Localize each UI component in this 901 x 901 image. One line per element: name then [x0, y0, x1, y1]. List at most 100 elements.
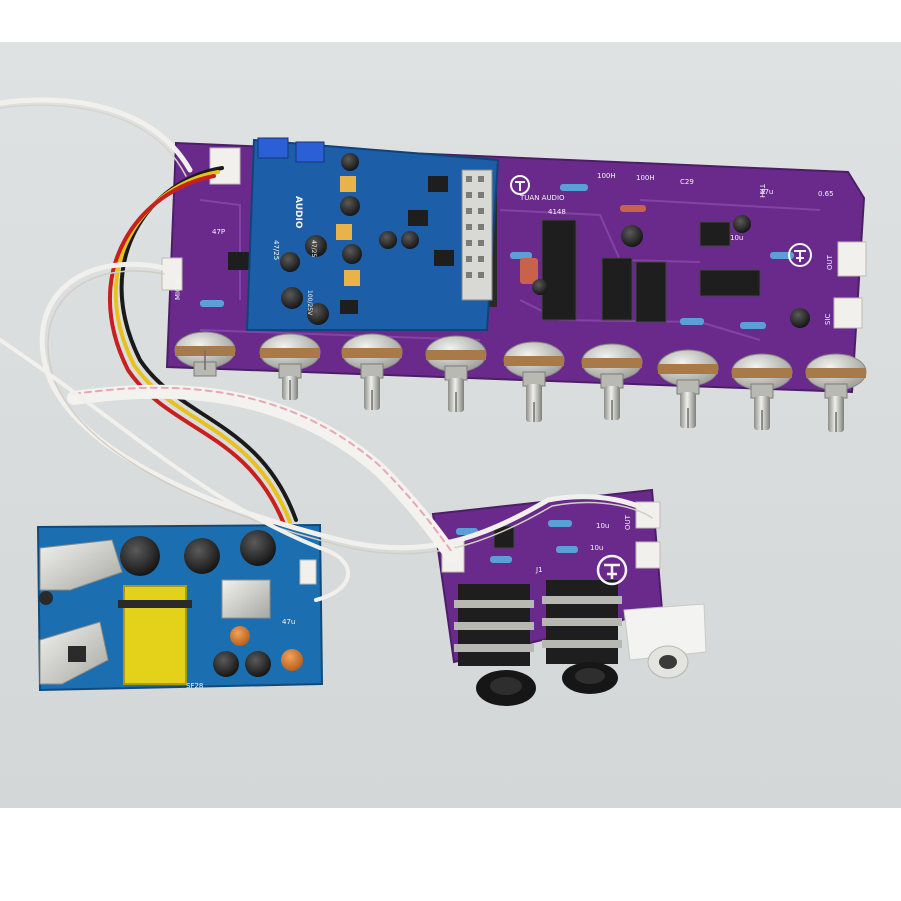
potentiometer [174, 331, 236, 377]
electrolytic-capacitor [621, 225, 643, 247]
ic-chip [408, 210, 428, 226]
white-wire [39, 261, 653, 551]
out-label: OUT [826, 254, 834, 270]
trimmer-yellow [344, 270, 360, 286]
sic-label: SIC [824, 313, 832, 325]
white-wire [47, 270, 653, 555]
trimmer-yellow [336, 224, 352, 240]
electrolytic-capacitor [184, 538, 220, 574]
resistors-main [200, 184, 794, 329]
electrolytic-capacitor [342, 244, 362, 264]
resistors-io [456, 520, 578, 563]
electrolytic-capacitor [379, 231, 397, 249]
electrolytic-capacitor [733, 215, 751, 233]
tuan-audio-logo [510, 175, 530, 195]
psu-silkscreen: SF28 47u [186, 618, 295, 690]
wire-harness [0, 97, 653, 602]
silk-label: 100H [597, 172, 616, 180]
potentiometer [731, 353, 793, 430]
ic-chip-2 [635, 261, 667, 323]
heatsink [221, 579, 271, 619]
brand-label: AUDIO [293, 196, 303, 229]
electrolytic-capacitor [213, 651, 239, 677]
silk-label: TPH [758, 183, 766, 198]
io-board: 10u 10u J1 OUT [431, 488, 707, 706]
ic-chip-4 [699, 221, 731, 247]
psu-board: SF28 47u [36, 523, 324, 692]
silk-label: 0.65 [818, 190, 834, 198]
transformer-core [118, 600, 192, 608]
silk-label: 47/25 [310, 240, 317, 257]
ic-chip-5 [228, 252, 250, 270]
electrolytic-capacitor [245, 651, 271, 677]
trimmer-yellow [340, 176, 356, 192]
white-wire [0, 97, 193, 173]
daughter-silkscreen: AUDIO 47/25 100/25V 47/25 [272, 196, 317, 316]
connector-top-left [209, 147, 241, 185]
rca-connector [623, 603, 707, 679]
potentiometer [657, 349, 719, 428]
silk-label: 47P [212, 228, 225, 236]
audio-jack [542, 580, 622, 694]
potentiometer-row [174, 331, 867, 432]
connector-out [837, 241, 867, 277]
ic-chip [428, 176, 448, 192]
ic-chip [340, 300, 358, 314]
tuan-audio-logo [788, 243, 812, 267]
connector-psu [299, 559, 317, 585]
mic-in-label: MIC IN [174, 277, 182, 300]
ribbon-cable [67, 384, 459, 563]
silk-label: 100H [636, 174, 655, 182]
silk-label: J1 [535, 566, 543, 574]
io-silkscreen: 10u 10u J1 OUT [535, 514, 632, 574]
header-strip [461, 169, 493, 301]
electrolytic-capacitor [280, 252, 300, 272]
electrolytic-capacitor [401, 231, 419, 249]
potentiometer [425, 335, 487, 412]
silk-label: C29 [680, 178, 694, 186]
trimmer-potentiometer [257, 137, 289, 159]
white-wire [0, 104, 187, 177]
silk-label: 10u [730, 234, 743, 242]
trimmer-potentiometer [295, 141, 325, 163]
electrolytic-capacitor [281, 649, 303, 671]
power-transistor [68, 646, 86, 662]
silk-label: 4148 [548, 208, 566, 216]
white-wire [0, 338, 351, 602]
dsp-chip [541, 219, 577, 321]
electrolytic-capacitor [532, 279, 548, 295]
heatsink [39, 539, 123, 591]
electrolytic-capacitor [340, 196, 360, 216]
silk-label: 10u [590, 544, 603, 552]
tuan-audio-logo [596, 554, 628, 586]
potentiometer [341, 333, 403, 410]
silk-label: 10u [596, 522, 609, 530]
electrolytic-capacitor [240, 530, 276, 566]
ic-chip-1 [601, 257, 633, 321]
red-wire [108, 174, 286, 526]
ic-chip [493, 525, 515, 549]
electrolytic-capacitor [230, 626, 250, 646]
electrolytic-capacitor [307, 303, 329, 325]
potentiometer [259, 333, 321, 400]
potentiometer [581, 343, 643, 420]
silk-label: 100/25V [306, 290, 313, 316]
header-pins [466, 176, 484, 278]
silk-label: 47u [760, 188, 773, 196]
potentiometer [503, 341, 565, 422]
ribbon-cable-stripe [73, 386, 453, 553]
silk-label: 47u [282, 618, 295, 626]
connector-sic [833, 297, 863, 329]
silk-label: 47/25 [272, 240, 280, 260]
electrolytic-capacitor [790, 308, 810, 328]
silk-label: OUT [624, 514, 632, 530]
brand-label: TUAN AUDIO [519, 194, 565, 202]
main-board-traces [199, 199, 821, 341]
potentiometer [805, 353, 867, 432]
audio-jack [454, 584, 536, 706]
electrolytic-capacitor [305, 235, 327, 257]
ic-chip [434, 250, 454, 266]
silk-label: SF28 [186, 682, 203, 690]
ic-chip-3 [699, 269, 761, 297]
